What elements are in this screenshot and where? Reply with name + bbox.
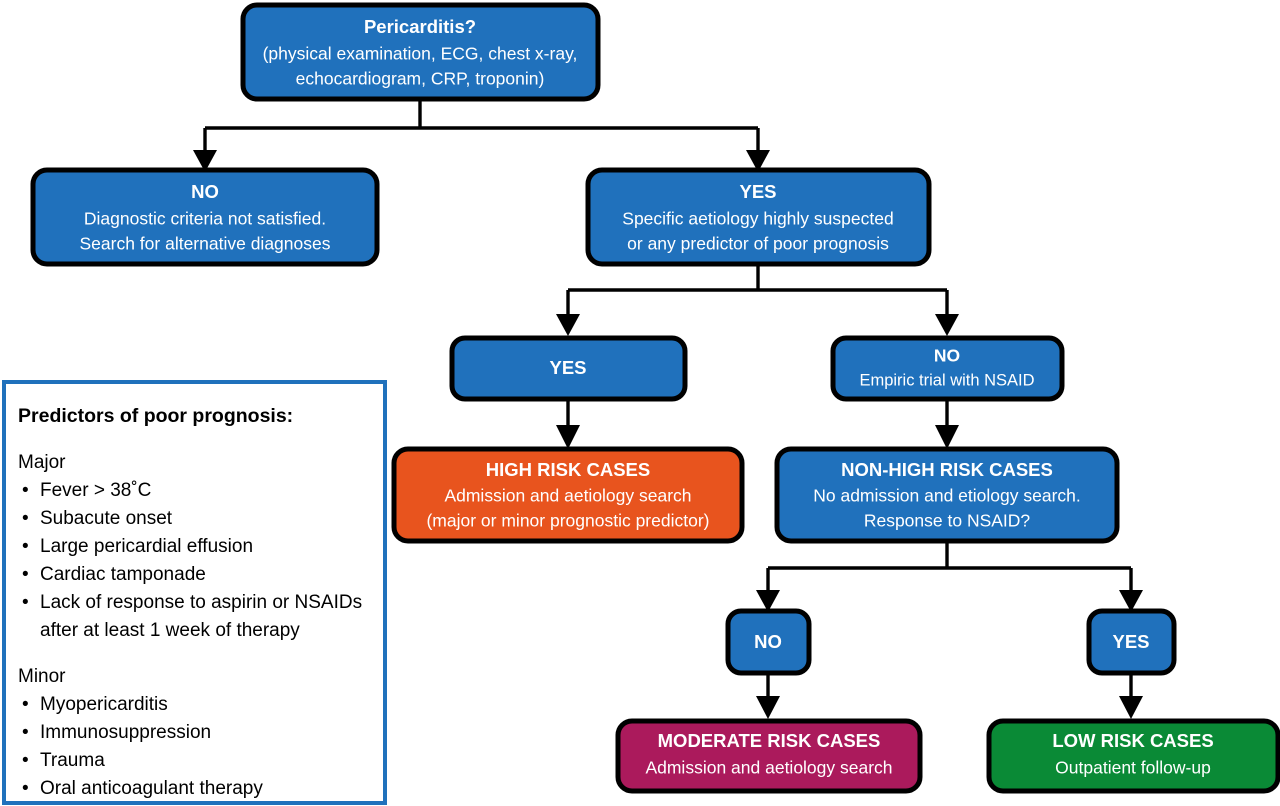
node-line-title: NON-HIGH RISK CASES xyxy=(841,459,1053,480)
node-background xyxy=(30,167,380,267)
node-line-title: YES xyxy=(1112,631,1149,652)
legend-item-minor-3: Trauma xyxy=(40,750,105,771)
node-no-empiric-trial[interactable]: NO Empiric trial with NSAID xyxy=(830,335,1065,402)
legend-item-minor-2: Immunosuppression xyxy=(40,722,211,743)
node-line-2: No admission and etiology search. xyxy=(813,486,1081,506)
connector-yes-to-low-risk xyxy=(1119,673,1143,719)
node-background xyxy=(725,608,812,676)
node-line-title: HIGH RISK CASES xyxy=(486,459,650,480)
node-line-title: YES xyxy=(739,181,776,202)
node-background xyxy=(986,718,1280,794)
legend-item-major-5-continued: after at least 1 week of therapy xyxy=(40,620,300,641)
bullet-icon: • xyxy=(22,750,29,771)
node-background xyxy=(830,335,1065,402)
node-high-risk-cases[interactable]: HIGH RISK CASES Admission and aetiology … xyxy=(391,446,745,544)
legend-item-major-5: Lack of response to aspirin or NSAIDs xyxy=(40,592,362,613)
node-line-2: Admission and aetiology search xyxy=(444,486,691,506)
bullet-icon: • xyxy=(22,536,29,557)
legend-item-minor-1: Myopericarditis xyxy=(40,694,168,715)
node-line-2: (physical examination, ECG, chest x-ray, xyxy=(263,44,578,64)
legend-item-major-4: Cardiac tamponade xyxy=(40,564,206,585)
node-line-title: NO xyxy=(191,181,219,202)
connector-no-empiric-to-non-high-risk xyxy=(935,399,959,449)
legend-heading-major: Major xyxy=(18,452,66,473)
bullet-icon: • xyxy=(22,592,29,613)
node-line-3: Response to NSAID? xyxy=(864,511,1031,531)
arrow-head-to-non-high-risk xyxy=(935,425,959,449)
node-line-3: Search for alternative diagnoses xyxy=(80,234,331,254)
connector-yes-to-high-risk xyxy=(556,399,580,449)
node-line-title: NO xyxy=(754,631,782,652)
connector-yes-split xyxy=(556,264,959,336)
arrow-head-to-yes-small xyxy=(556,314,580,336)
arrow-head-to-yes-response xyxy=(1119,590,1143,612)
legend-heading-minor: Minor xyxy=(18,666,66,687)
arrow-head-to-moderate-risk xyxy=(756,696,780,719)
legend-item-major-2: Subacute onset xyxy=(40,508,173,529)
node-line-title: NO xyxy=(934,346,960,366)
legend-panel-background xyxy=(2,380,387,805)
node-no-response-to-nsaid[interactable]: NO xyxy=(725,608,812,676)
arrow-head-to-yes xyxy=(746,150,770,172)
bullet-icon: • xyxy=(22,722,29,743)
arrow-head-to-high-risk xyxy=(556,425,580,449)
node-background xyxy=(615,718,923,794)
node-line-title: MODERATE RISK CASES xyxy=(658,730,881,751)
legend-item-major-1: Fever > 38˚C xyxy=(40,480,151,501)
node-line-title: Pericarditis? xyxy=(364,16,476,37)
arrow-head-to-no-response xyxy=(756,590,780,612)
node-background xyxy=(391,446,745,544)
connector-layer xyxy=(193,98,1143,719)
node-moderate-risk-cases[interactable]: MODERATE RISK CASES Admission and aetiol… xyxy=(615,718,923,794)
legend-item-minor-4: Oral anticoagulant therapy xyxy=(40,778,263,799)
bullet-icon: • xyxy=(22,778,29,799)
node-line-3: echocardiogram, CRP, troponin) xyxy=(296,69,545,89)
arrow-head-to-no-empiric xyxy=(935,314,959,336)
bullet-icon: • xyxy=(22,694,29,715)
node-line-2: Admission and aetiology search xyxy=(645,758,892,778)
node-non-high-risk-cases[interactable]: NON-HIGH RISK CASES No admission and eti… xyxy=(774,446,1120,544)
connector-non-high-risk-split xyxy=(756,541,1143,612)
node-low-risk-cases[interactable]: LOW RISK CASES Outpatient follow-up xyxy=(986,718,1280,794)
node-line-2: Diagnostic criteria not satisfied. xyxy=(84,209,326,229)
connector-root-split xyxy=(193,98,770,172)
node-line-3: or any predictor of poor prognosis xyxy=(627,234,889,254)
node-line-2: Empiric trial with NSAID xyxy=(859,371,1034,389)
node-background xyxy=(449,335,688,402)
node-no-diagnostic-criteria[interactable]: NO Diagnostic criteria not satisfied. Se… xyxy=(30,167,380,267)
node-line-title: YES xyxy=(549,357,586,378)
node-background xyxy=(240,2,601,102)
node-line-2: Specific aetiology highly suspected xyxy=(622,209,893,229)
arrow-head-to-no xyxy=(193,150,217,172)
node-yes-aetiology-confirmed[interactable]: YES xyxy=(449,335,688,402)
node-line-2: Outpatient follow-up xyxy=(1055,758,1211,778)
node-yes-specific-aetiology[interactable]: YES Specific aetiology highly suspected … xyxy=(585,167,932,267)
bullet-icon: • xyxy=(22,480,29,501)
legend-predictors-of-poor-prognosis: Predictors of poor prognosis: Major • Fe… xyxy=(2,380,387,805)
connector-no-to-moderate-risk xyxy=(756,673,780,719)
legend-item-major-3: Large pericardial effusion xyxy=(40,536,253,557)
node-background xyxy=(774,446,1120,544)
node-background xyxy=(1086,608,1177,676)
node-pericarditis-question[interactable]: Pericarditis? (physical examination, ECG… xyxy=(240,2,601,102)
bullet-icon: • xyxy=(22,508,29,529)
node-line-3: (major or minor prognostic predictor) xyxy=(426,511,709,531)
node-yes-response-to-nsaid[interactable]: YES xyxy=(1086,608,1177,676)
arrow-head-to-low-risk xyxy=(1119,696,1143,719)
legend-title: Predictors of poor prognosis: xyxy=(18,405,293,427)
bullet-icon: • xyxy=(22,564,29,585)
node-background xyxy=(585,167,932,267)
node-line-title: LOW RISK CASES xyxy=(1052,730,1213,751)
